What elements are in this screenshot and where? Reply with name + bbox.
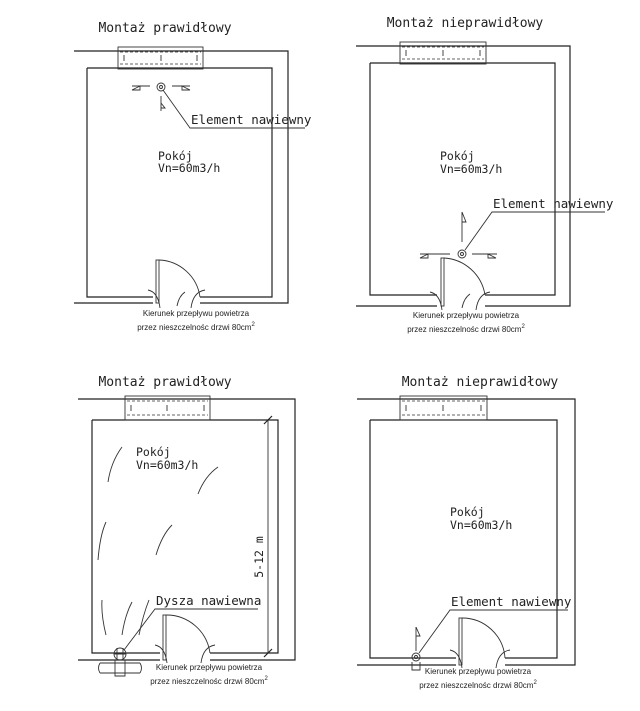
leader-line (162, 89, 305, 129)
caption-superscript: 2 (521, 324, 525, 330)
panel-title: Montaż prawidłowy (98, 375, 231, 390)
room-walls (357, 398, 576, 666)
room-flow: Vn=60m3/h (158, 161, 220, 175)
caption-line2-group: przez nieszczelnośc drzwi 80cm2 (407, 324, 525, 334)
room-walls (74, 50, 289, 304)
panel-incorrect-top: Montaż nieprawidłowy Element nawiewny Po… (356, 16, 614, 334)
caption-line2: przez nieszczelnośc drzwi 80cm (419, 681, 534, 690)
leader-line (123, 608, 258, 651)
caption-line1: Kierunek przepływu powietrza (143, 309, 250, 318)
caption-line1: Kierunek przepływu powietrza (156, 663, 263, 672)
door (147, 259, 206, 309)
caption-line2-group: przez nieszczelnośc drzwi 80cm2 (150, 676, 268, 686)
dimension-line: 5-12 m (252, 415, 273, 658)
supply-element-icon (411, 626, 421, 671)
dimension-label: 5-12 m (252, 536, 266, 578)
supply-nozzle-icon (98, 647, 142, 677)
window-vent (399, 395, 488, 421)
leader-line (418, 609, 568, 654)
window-vent (117, 46, 204, 70)
room-flow: Vn=60m3/h (136, 458, 198, 472)
panel-incorrect-bottom: Montaż nieprawidłowy Element nawiewny Po… (357, 375, 576, 690)
air-flow-arrows (97, 446, 219, 636)
caption-line1: Kierunek przepływu powietrza (425, 667, 532, 676)
panel-title: Montaż nieprawidłowy (402, 375, 559, 390)
door (449, 617, 511, 669)
room-flow: Vn=60m3/h (450, 518, 512, 532)
caption-line2-group: przez nieszczelnośc drzwi 80cm2 (419, 680, 537, 690)
supply-element-icon (419, 211, 497, 259)
panel-title: Montaż nieprawidłowy (387, 16, 544, 31)
window-vent (124, 395, 211, 421)
caption-superscript: 2 (264, 676, 268, 682)
panel-correct-top: Montaż prawidłowy Element nawiewny Pokój… (74, 21, 312, 332)
room-flow: Vn=60m3/h (440, 162, 502, 176)
leader-line (464, 211, 605, 251)
panel-title: Montaż prawidłowy (98, 21, 231, 36)
room-walls (356, 45, 571, 307)
door (154, 614, 216, 664)
room-name: Pokój (136, 445, 171, 459)
element-label: Element nawiewny (191, 112, 312, 127)
door (429, 257, 491, 311)
room-name: Pokój (440, 149, 475, 163)
caption-line2: przez nieszczelnośc drzwi 80cm (137, 323, 252, 332)
caption-line2-group: przez nieszczelnośc drzwi 80cm2 (137, 322, 255, 332)
room-name: Pokój (450, 505, 485, 519)
nozzle-label: Dysza nawiewna (156, 593, 261, 608)
caption-superscript: 2 (533, 680, 537, 686)
room-walls (78, 398, 296, 661)
caption-superscript: 2 (251, 322, 255, 328)
window-vent (399, 41, 487, 65)
caption-line2: przez nieszczelnośc drzwi 80cm (150, 677, 265, 686)
room-name: Pokój (158, 149, 193, 163)
element-label: Element nawiewny (451, 594, 572, 609)
supply-element-icon (131, 82, 191, 111)
caption-line1: Kierunek przepływu powietrza (413, 311, 520, 320)
element-label: Element nawiewny (493, 196, 614, 211)
panel-correct-bottom: Montaż prawidłowy 5-12 m Dysza naw (78, 375, 296, 686)
caption-line2: przez nieszczelnośc drzwi 80cm (407, 325, 522, 334)
